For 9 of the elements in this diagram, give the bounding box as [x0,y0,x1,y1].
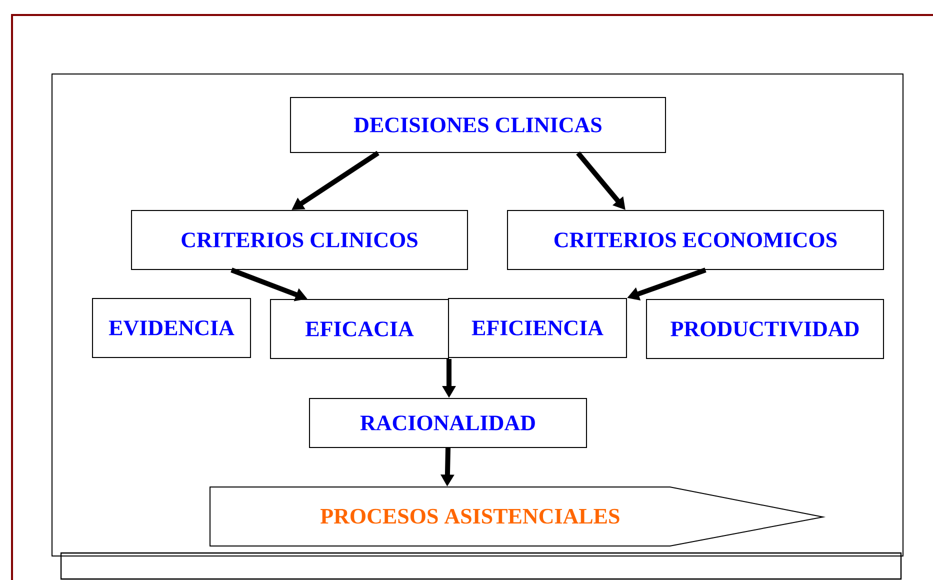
process-box: RACIONALIDAD [309,398,587,448]
arrow-banner: PROCESOS ASISTENCIALES [210,486,826,546]
process-box: EFICIENCIA [448,298,627,358]
process-box: DECISIONES CLINICAS [290,96,666,153]
process-box: PRODUCTIVIDAD [646,298,884,359]
process-box: CRITERIOS CLINICOS [131,210,468,270]
process-box: EFICACIA [270,298,449,359]
process-box: EVIDENCIA [92,298,251,358]
process-box: CRITERIOS ECONOMICOS [507,210,884,270]
